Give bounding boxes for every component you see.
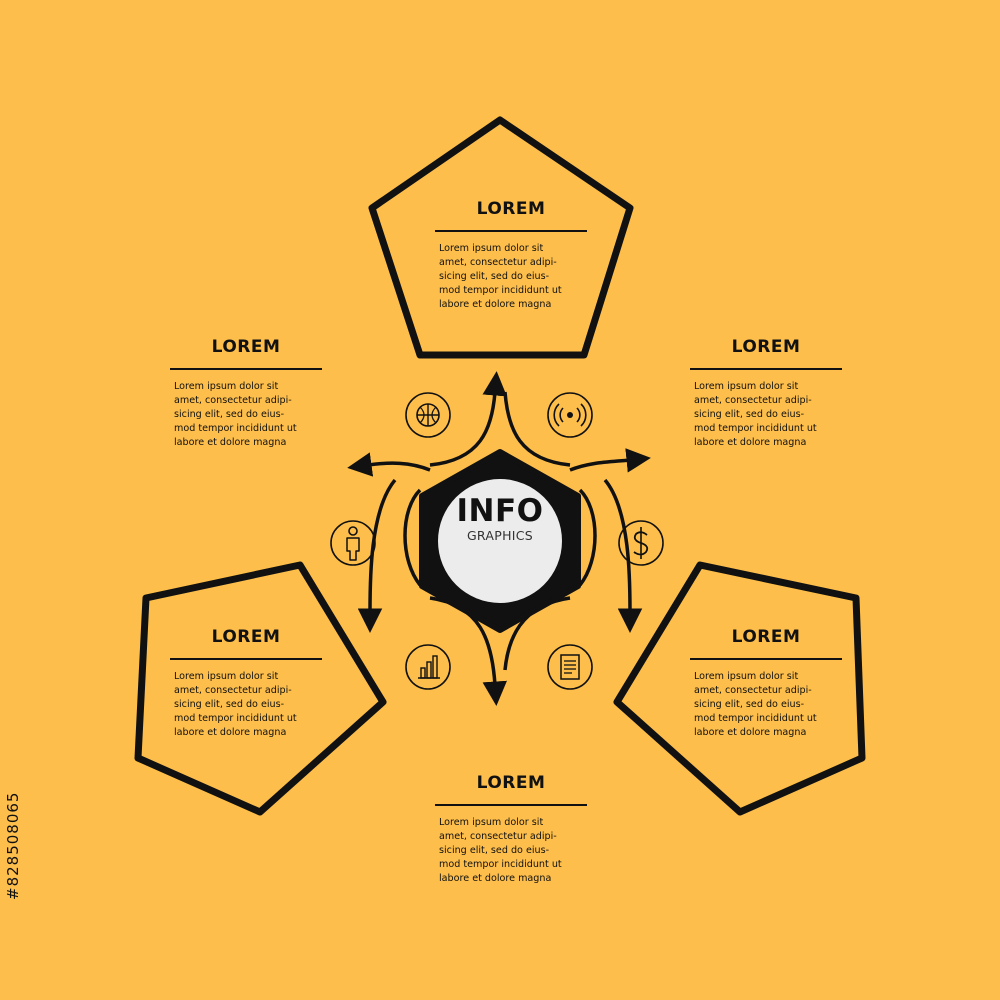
text-block-lower-left: LOREM Lorem ipsum dolor sit amet, consec… — [170, 626, 322, 740]
block-title: LOREM — [731, 337, 801, 357]
basketball-icon — [405, 392, 451, 438]
arrow-left-upper — [403, 488, 422, 587]
document-icon — [547, 644, 593, 690]
block-title: LOREM — [476, 773, 546, 793]
block-title: LOREM — [731, 627, 801, 647]
block-title: LOREM — [211, 627, 281, 647]
signal-icon — [547, 392, 593, 438]
block-body: Lorem ipsum dolor sit amet, consectetur … — [174, 381, 297, 448]
center-title: INFO — [456, 493, 544, 529]
block-divider — [435, 804, 587, 806]
block-divider — [170, 368, 322, 370]
text-block-upper-right: LOREM Lorem ipsum dolor sit amet, consec… — [690, 336, 842, 450]
block-body: Lorem ipsum dolor sit amet, consectetur … — [174, 671, 297, 738]
block-divider — [435, 230, 587, 232]
block-body: Lorem ipsum dolor sit amet, consectetur … — [439, 817, 562, 884]
text-block-top: LOREM Lorem ipsum dolor sit amet, consec… — [435, 198, 587, 312]
block-body: Lorem ipsum dolor sit amet, consectetur … — [439, 243, 562, 310]
center-circle — [438, 479, 562, 603]
pentagon-left — [134, 561, 387, 816]
arrow-right-lower — [603, 478, 643, 633]
block-body: Lorem ipsum dolor sit amet, consectetur … — [694, 381, 817, 448]
text-block-upper-left: LOREM Lorem ipsum dolor sit amet, consec… — [170, 336, 322, 450]
arrow-up — [429, 371, 507, 467]
block-title: LOREM — [211, 337, 281, 357]
bar-chart-icon — [405, 644, 451, 690]
block-divider — [170, 658, 322, 660]
arrow-upper-left — [347, 452, 431, 477]
block-title: LOREM — [476, 199, 546, 219]
arrow-up-right — [503, 391, 571, 467]
block-divider — [690, 658, 842, 660]
block-body: Lorem ipsum dolor sit amet, consectetur … — [694, 671, 817, 738]
arrow-left-lower — [357, 478, 397, 633]
pentagon-top — [368, 116, 634, 359]
center-subtitle: GRAPHICS — [466, 528, 534, 543]
center-label: INFO GRAPHICS — [440, 494, 560, 544]
person-icon — [330, 520, 376, 566]
block-divider — [690, 368, 842, 370]
text-block-lower-right: LOREM Lorem ipsum dolor sit amet, consec… — [690, 626, 842, 740]
stock-id-label: #828508065 — [4, 791, 22, 900]
dollar-icon — [618, 520, 664, 566]
arrow-upper-right — [569, 448, 651, 473]
arrow-right-upper — [578, 488, 597, 587]
text-block-bottom: LOREM Lorem ipsum dolor sit amet, consec… — [435, 772, 587, 886]
pentagon-right — [613, 561, 866, 816]
